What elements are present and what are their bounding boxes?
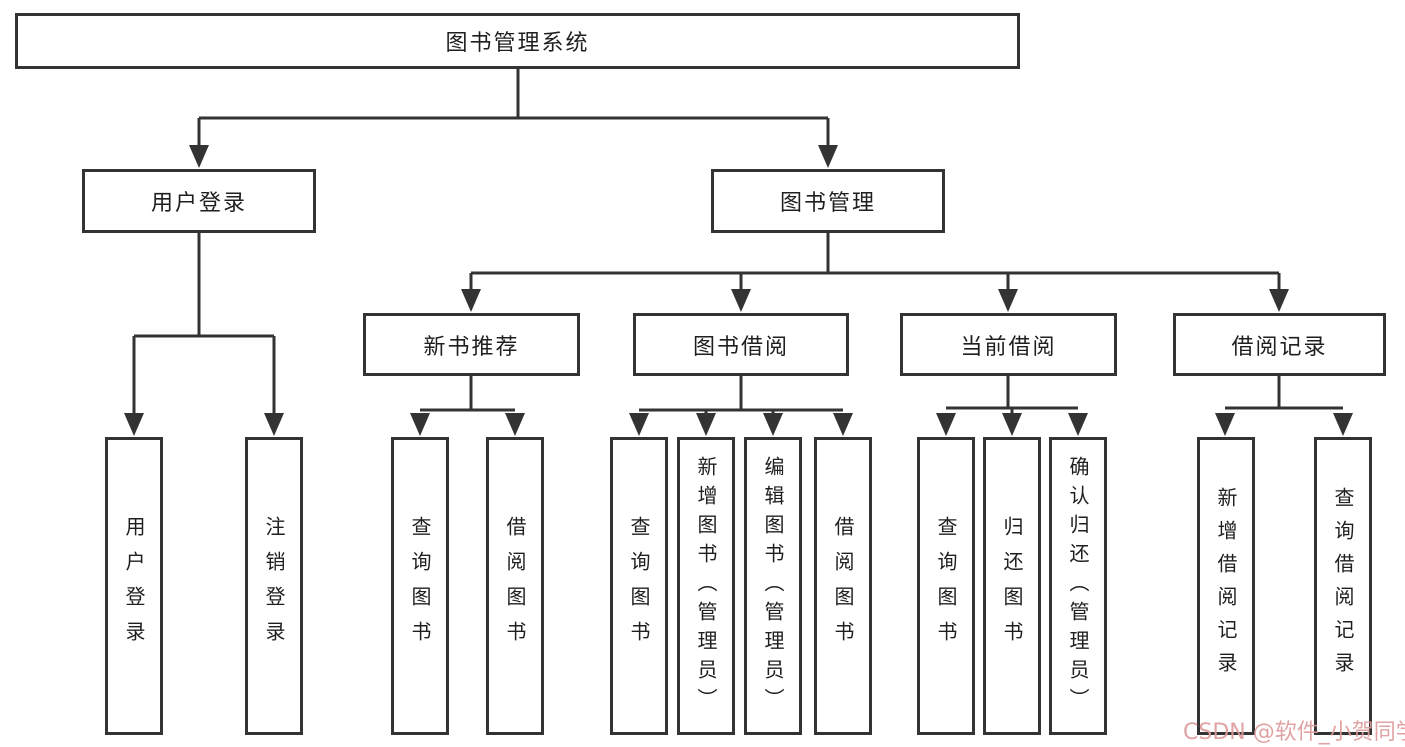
- node-user-login-group: 用户登录: [82, 169, 316, 233]
- leaf-label: 编辑图书（管理员）: [761, 455, 785, 717]
- leaf-user-login: 用户登录: [105, 437, 163, 735]
- leaf-label: 归还图书: [1000, 516, 1024, 656]
- leaf-query-book-recommend: 查询图书: [391, 437, 449, 735]
- node-label: 新书推荐: [423, 334, 520, 360]
- leaf-label: 新增借阅记录: [1214, 487, 1238, 685]
- leaf-logout: 注销登录: [245, 437, 303, 735]
- node-label: 图书借阅: [692, 334, 789, 360]
- node-label: 图书管理: [779, 191, 876, 216]
- node-book-borrow: 图书借阅: [633, 313, 849, 376]
- leaf-borrow-book-recommend: 借阅图书: [486, 437, 544, 735]
- leaf-label: 查询图书: [934, 516, 958, 656]
- leaf-label: 借阅图书: [831, 516, 855, 656]
- leaf-label: 确认归还（管理员）: [1066, 455, 1090, 717]
- leaf-confirm-return-admin: 确认归还（管理员）: [1049, 437, 1107, 735]
- node-book-management: 图书管理: [711, 169, 945, 233]
- leaf-label: 新增图书（管理员）: [694, 455, 718, 717]
- node-borrow-record: 借阅记录: [1173, 313, 1386, 376]
- leaf-label: 查询图书: [627, 516, 651, 656]
- leaf-query-book-current: 查询图书: [917, 437, 975, 735]
- leaf-label: 查询图书: [408, 516, 432, 656]
- leaf-add-borrow-record: 新增借阅记录: [1197, 437, 1255, 735]
- leaf-add-book-admin: 新增图书（管理员）: [677, 437, 735, 735]
- leaf-return-book: 归还图书: [983, 437, 1041, 735]
- leaf-query-book-borrow: 查询图书: [610, 437, 668, 735]
- node-current-borrow: 当前借阅: [900, 313, 1117, 376]
- node-label: 用户登录: [150, 191, 247, 216]
- leaf-label: 用户登录: [122, 516, 146, 656]
- node-label: 借阅记录: [1231, 334, 1328, 360]
- leaf-query-borrow-record: 查询借阅记录: [1314, 437, 1372, 735]
- leaf-borrow-book: 借阅图书: [814, 437, 872, 735]
- leaf-label: 查询借阅记录: [1331, 487, 1355, 685]
- node-root-system: 图书管理系统: [15, 13, 1020, 69]
- leaf-label: 借阅图书: [503, 516, 527, 656]
- node-label: 当前借阅: [960, 334, 1057, 360]
- leaf-label: 注销登录: [262, 516, 286, 656]
- node-label: 图书管理系统: [445, 31, 590, 56]
- leaf-edit-book-admin: 编辑图书（管理员）: [744, 437, 802, 735]
- csdn-watermark: CSDN @软件_小贺同学: [1183, 720, 1405, 745]
- node-new-book-recommend: 新书推荐: [363, 313, 580, 376]
